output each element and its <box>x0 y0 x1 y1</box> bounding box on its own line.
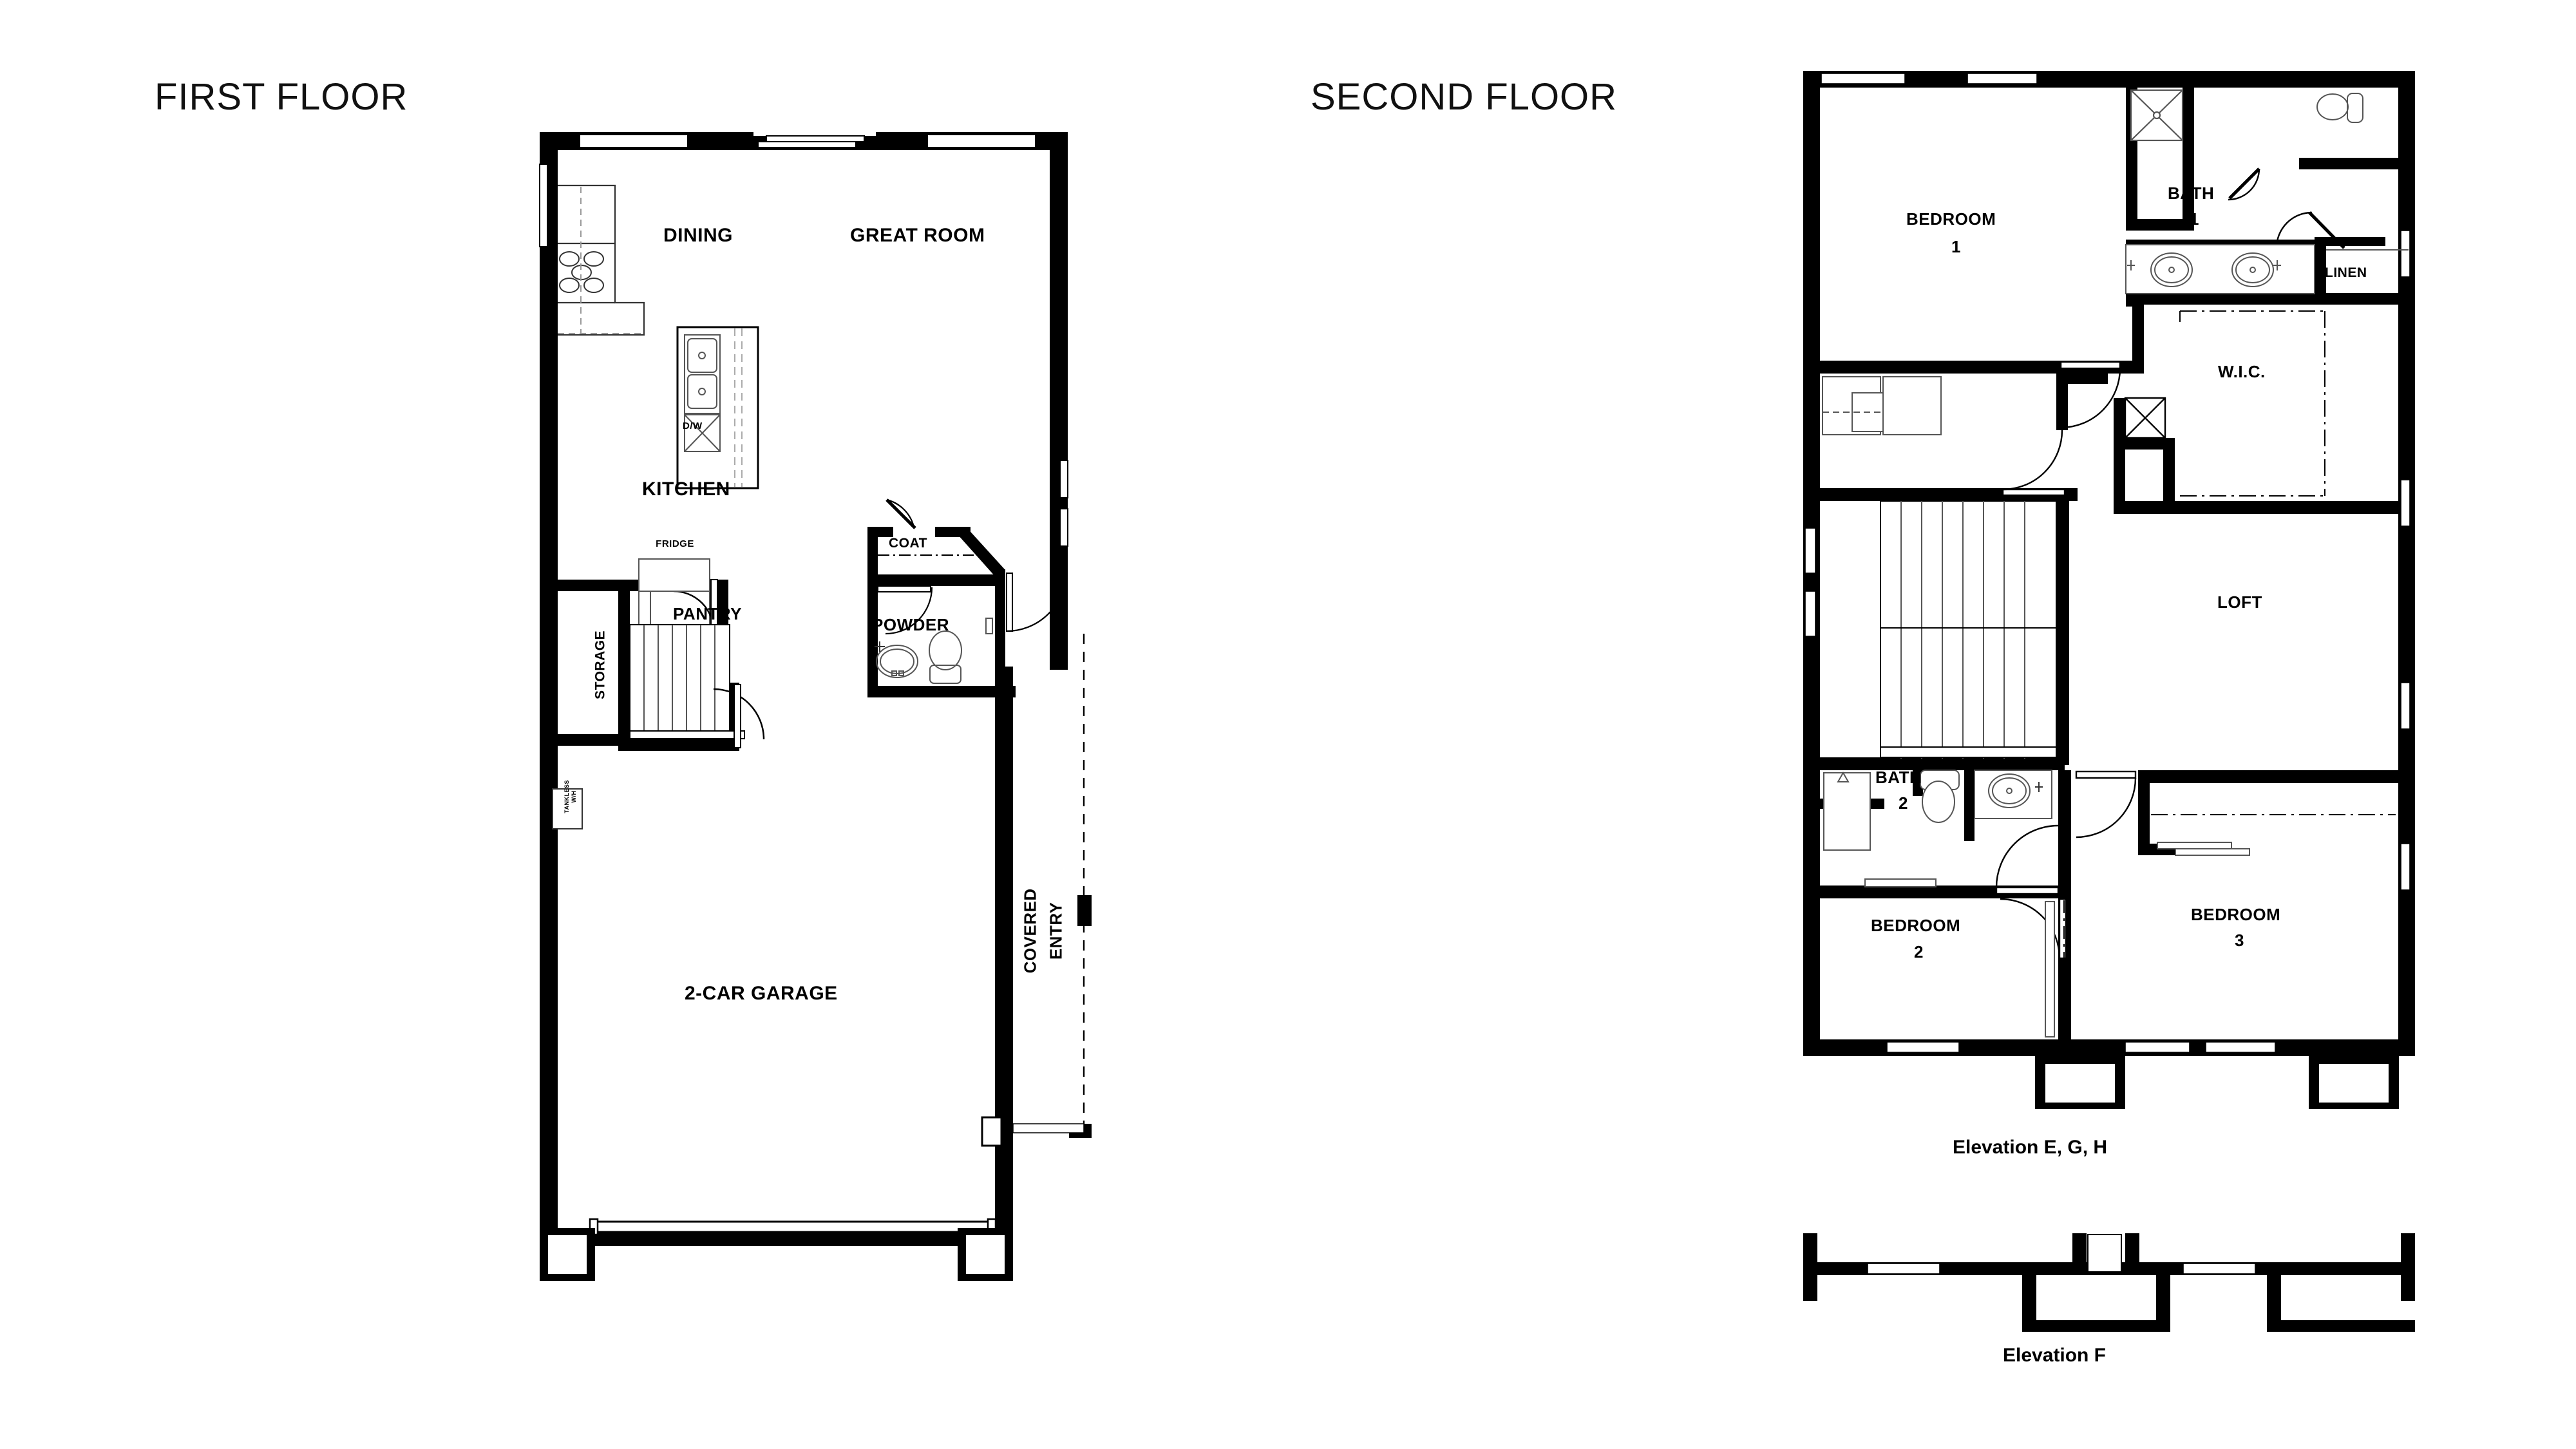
elevation-f-label: Elevation F <box>2002 1345 2107 1366</box>
elevation-egh-label: Elevation E, G, H <box>1952 1137 2108 1158</box>
room-label-kitchen: KITCHEN <box>642 478 730 500</box>
room-label-powder: POWDER <box>872 615 949 634</box>
fixture-label-fridge: FRIDGE <box>656 538 694 549</box>
room-label-laundry: LAUNDRY <box>1845 484 1929 504</box>
sf-laundry-door <box>2002 430 2066 497</box>
first-floor-plan <box>539 132 1092 1281</box>
sf-bedroom2-closet <box>2045 900 2065 1038</box>
room-label-garage: 2-CAR GARAGE <box>685 983 838 1004</box>
fixture-label-tankless-wh-sub: W/H <box>571 790 578 803</box>
room-label-bath-2-num: 2 <box>1899 793 1908 813</box>
room-label-bedroom-1-num: 1 <box>1951 237 1961 256</box>
sf-bedroom3-closet <box>2151 814 2396 856</box>
room-label-linen: LINEN <box>2325 265 2367 280</box>
ff-powder-door <box>877 585 933 635</box>
sf-bath1-shower <box>2130 89 2184 142</box>
ff-powder-fixtures <box>875 618 993 684</box>
ff-gr-window-b <box>1059 508 1068 547</box>
ff-kitchen-casework <box>558 184 645 336</box>
ff-cooktop <box>559 251 604 293</box>
room-label-bedroom-1: BEDROOM <box>1906 209 1996 229</box>
ff-entry-door <box>1006 571 1067 632</box>
room-label-wic: W.I.C. <box>2218 362 2266 381</box>
ff-top-windows <box>579 132 1036 148</box>
room-label-pantry: PANTRY <box>673 604 742 623</box>
room-label-bedroom-3-num: 3 <box>2235 931 2244 950</box>
room-label-covered: COVERED <box>1020 888 1040 974</box>
room-label-storage: STORAGE <box>592 630 608 699</box>
sf-bump-outs <box>2035 1056 2399 1109</box>
sf-bottom-windows <box>1886 1041 2276 1053</box>
ff-dining-window <box>539 164 548 247</box>
room-label-bath-1-num: 1 <box>2190 209 2199 229</box>
room-label-bath-1: BATH <box>2168 184 2215 203</box>
sf-wic-shelves <box>2179 310 2325 497</box>
ff-gr-window-a <box>1059 460 1068 498</box>
ff-fridge-label-box <box>638 558 710 592</box>
room-label-great-room: GREAT ROOM <box>850 225 985 246</box>
room-label-bath-2: BATH <box>1875 768 1922 787</box>
second-floor-title: SECOND FLOOR <box>1311 76 1618 118</box>
ff-island <box>676 326 759 489</box>
room-label-bedroom-3: BEDROOM <box>2191 905 2281 924</box>
ff-coat-door <box>886 498 916 529</box>
ff-coat-powder-walls <box>867 527 1016 697</box>
room-label-bedroom-2: BEDROOM <box>1871 916 1961 935</box>
fixture-label-dishwasher: D/W <box>683 421 703 431</box>
room-label-dining: DINING <box>663 225 733 246</box>
sf-bath1-toilet <box>2316 93 2363 123</box>
ff-stair-door <box>713 688 765 740</box>
ff-kitchen-dash <box>558 187 644 334</box>
ff-covered-entry <box>981 132 1092 1147</box>
sf-bedroom3-door <box>2075 770 2137 838</box>
fixture-label-tankless-wh: TANKLESS <box>564 780 571 813</box>
sf-bedroom1-door <box>2060 361 2121 429</box>
sf-top-windows <box>1821 73 2038 84</box>
sf-bath2-fixtures <box>1823 770 2052 887</box>
ff-stair <box>629 624 745 740</box>
sf-right-windows <box>2400 230 2410 891</box>
room-label-covered-entry: ENTRY <box>1046 902 1066 960</box>
sf-bath2-door <box>1995 824 2060 895</box>
sf-left-windows <box>1804 527 1816 637</box>
sf-laundry-appliances <box>1822 376 1942 435</box>
sf-bath1-vanity <box>2125 244 2315 294</box>
room-label-coat: COAT <box>889 536 927 551</box>
sf-stair <box>1880 500 2057 759</box>
sf-wic-access <box>2124 397 2166 439</box>
second-floor-plan <box>1803 71 2415 1332</box>
sf-bedroom2-door <box>2000 898 2067 960</box>
room-label-bedroom-2-num: 2 <box>1914 942 1924 961</box>
ff-garage <box>540 788 1013 1281</box>
elevation-f-plan <box>1803 1233 2415 1332</box>
first-floor-title: FIRST FLOOR <box>155 76 408 118</box>
sf-bath1-doors <box>2228 167 2345 249</box>
room-label-loft: LOFT <box>2217 592 2262 612</box>
